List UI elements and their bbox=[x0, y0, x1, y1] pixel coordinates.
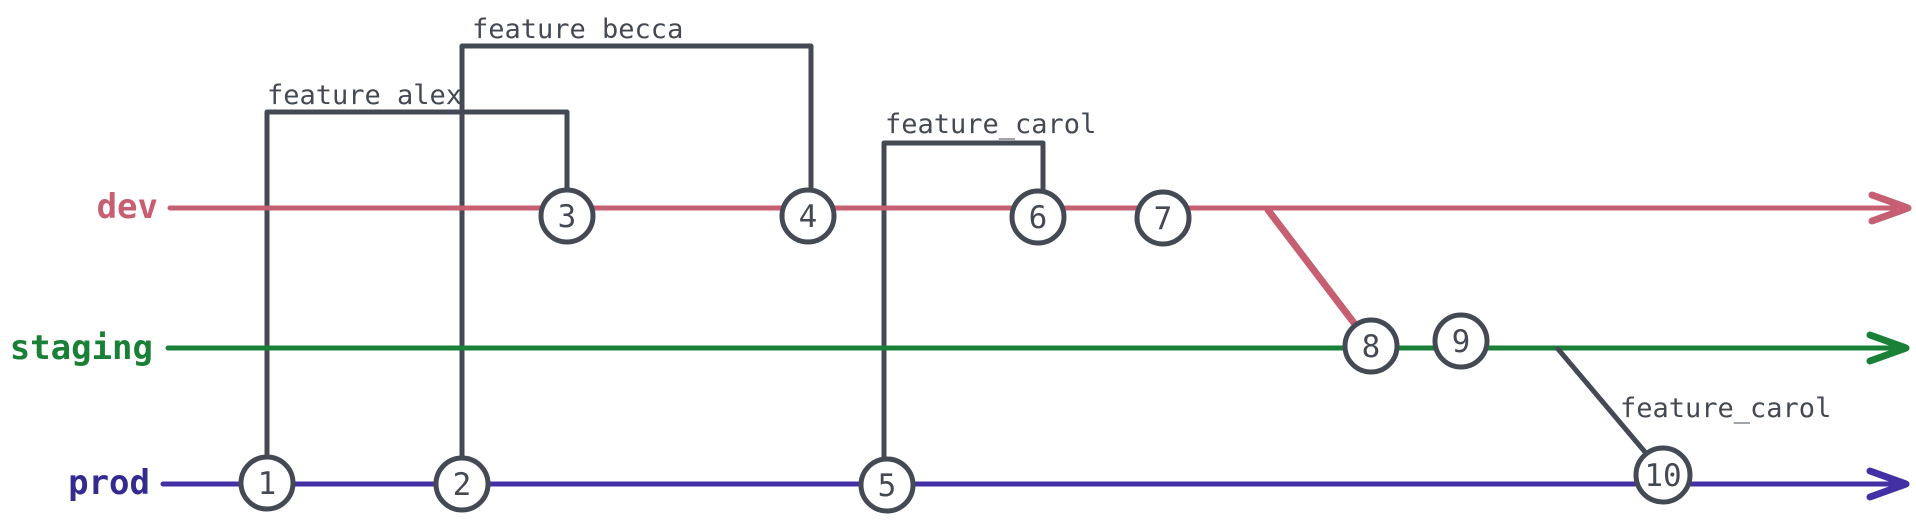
feature-branch-label: feature_becca bbox=[472, 14, 683, 45]
branch-label-staging: staging bbox=[10, 328, 153, 368]
commit-node-9 bbox=[1432, 312, 1490, 370]
commit-number: 8 bbox=[1362, 329, 1381, 365]
commit-number: 6 bbox=[1029, 200, 1048, 236]
commit-number: 5 bbox=[878, 468, 897, 504]
commit-node-8 bbox=[1342, 317, 1400, 375]
commit-number: 1 bbox=[258, 466, 277, 502]
commit-node-6 bbox=[1009, 188, 1067, 246]
commit-node-1 bbox=[238, 454, 296, 512]
commit-number: 7 bbox=[1154, 201, 1173, 237]
feature-branch-path-feature_becca bbox=[459, 43, 814, 462]
commit-node-3 bbox=[538, 187, 596, 245]
commit-node-2 bbox=[433, 455, 491, 513]
arrowhead-icon-staging bbox=[1866, 331, 1910, 365]
merge-line-0 bbox=[1264, 206, 1358, 327]
feature-branch-path-feature_carol bbox=[881, 140, 1046, 463]
commit-number: 3 bbox=[558, 199, 577, 235]
merge-label: feature_carol bbox=[1620, 393, 1831, 424]
commit-node-10 bbox=[1633, 445, 1693, 505]
commit-number: 4 bbox=[799, 199, 818, 235]
branch-label-dev: dev bbox=[97, 187, 158, 227]
commit-number: 10 bbox=[1644, 458, 1681, 494]
feature-branch-path-feature_alex bbox=[264, 109, 570, 462]
commit-node-5 bbox=[858, 456, 916, 514]
commit-number: 9 bbox=[1452, 324, 1471, 360]
arrowhead-icon-prod bbox=[1866, 467, 1910, 501]
feature-branch-label: feature_alex bbox=[267, 80, 462, 111]
commit-node-7 bbox=[1134, 189, 1192, 247]
feature-branch-label: feature_carol bbox=[885, 109, 1096, 140]
arrowhead-icon-dev bbox=[1868, 191, 1912, 225]
merge-line-1 bbox=[1555, 346, 1648, 455]
commit-node-4 bbox=[779, 187, 837, 245]
commit-number: 2 bbox=[453, 467, 472, 503]
branch-label-prod: prod bbox=[68, 463, 150, 503]
